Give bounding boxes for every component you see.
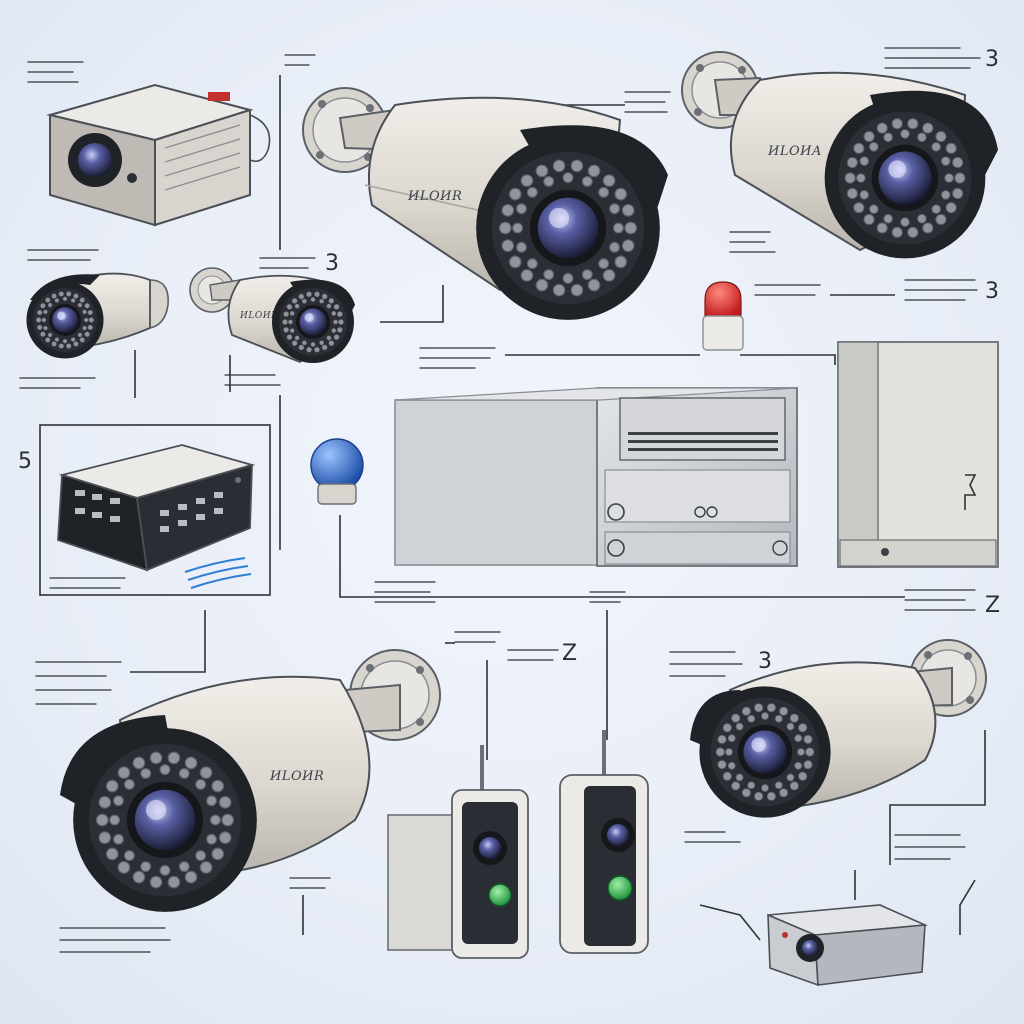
annotation-text-block xyxy=(684,831,741,843)
annotation-text-block xyxy=(507,649,559,661)
power-supply-box xyxy=(837,341,999,568)
camera-brand-mark: ИLOИR xyxy=(239,311,278,321)
callout-number: 5 xyxy=(18,449,32,474)
bullet-camera-small-center: ИLOИR xyxy=(189,267,355,364)
annotation-text-block xyxy=(49,577,126,589)
callout-number: 3 xyxy=(985,279,999,304)
leader-line xyxy=(130,610,206,673)
callout-number: 3 xyxy=(985,47,999,72)
leader-line xyxy=(339,515,905,598)
doorbell-intercom-right xyxy=(559,730,649,954)
annotation-text-block xyxy=(894,834,966,860)
annotation-text-block xyxy=(259,257,316,269)
bullet-camera-bottom-right xyxy=(690,639,987,818)
mini-dvr-box xyxy=(767,904,929,987)
annotation-text-block xyxy=(904,279,978,301)
leader-line xyxy=(889,730,986,865)
annotation-text-block xyxy=(669,651,743,677)
camera-brand-mark: ИLOИA xyxy=(767,144,822,159)
annotation-text-block xyxy=(624,91,671,113)
annotation-text-block xyxy=(754,284,821,296)
bullet-camera-large-bottom-left: ИLOИR xyxy=(60,649,441,913)
leader-lines xyxy=(130,75,986,941)
vent-grille xyxy=(628,432,778,451)
leader-line xyxy=(959,879,976,935)
dvr-recorder-center xyxy=(394,387,798,567)
annotation-text-block xyxy=(35,661,122,705)
callout-number: 3 xyxy=(758,649,772,674)
annotation-text-block xyxy=(454,631,501,643)
leader-line xyxy=(380,285,444,323)
annotation-text-block xyxy=(27,61,84,83)
power-button xyxy=(607,503,625,521)
callout-glyphs: 3 3 5 3 Z 3 Z xyxy=(18,47,1000,674)
box-camera xyxy=(46,83,271,227)
annotation-text-block xyxy=(419,347,496,369)
bullet-camera-top-right: ИLOИA xyxy=(681,51,998,259)
doorbell-intercom-left xyxy=(387,745,529,959)
annotation-text-block xyxy=(884,47,981,69)
leader-line xyxy=(740,354,836,365)
callout-number: Z xyxy=(562,641,577,666)
annotation-text-block xyxy=(59,927,171,953)
nvr-frame xyxy=(39,424,271,596)
callout-number: 3 xyxy=(325,251,339,276)
nvr-recorder xyxy=(39,424,271,596)
call-button xyxy=(488,883,512,907)
annotation-text-block xyxy=(729,231,776,253)
bullet-camera-small-left xyxy=(26,272,169,359)
callout-number: Z xyxy=(985,593,1000,618)
leader-line xyxy=(699,904,761,941)
camera-brand-mark: ИLOИR xyxy=(269,769,324,784)
call-button xyxy=(607,875,633,901)
annotation-text-block xyxy=(224,374,281,386)
motion-sensor xyxy=(310,438,364,505)
alarm-siren xyxy=(702,281,744,351)
annotation-text-block xyxy=(289,877,331,889)
annotation-text-block xyxy=(19,377,96,389)
bullet-camera-large-top: ИLOИR xyxy=(302,87,668,321)
annotation-text-block xyxy=(589,591,626,603)
annotation-text-block xyxy=(27,249,99,261)
annotation-text-block xyxy=(904,589,976,611)
camera-brand-mark: ИLOИR xyxy=(407,189,462,204)
annotation-text-block xyxy=(284,54,316,66)
annotation-text-block xyxy=(374,581,436,603)
